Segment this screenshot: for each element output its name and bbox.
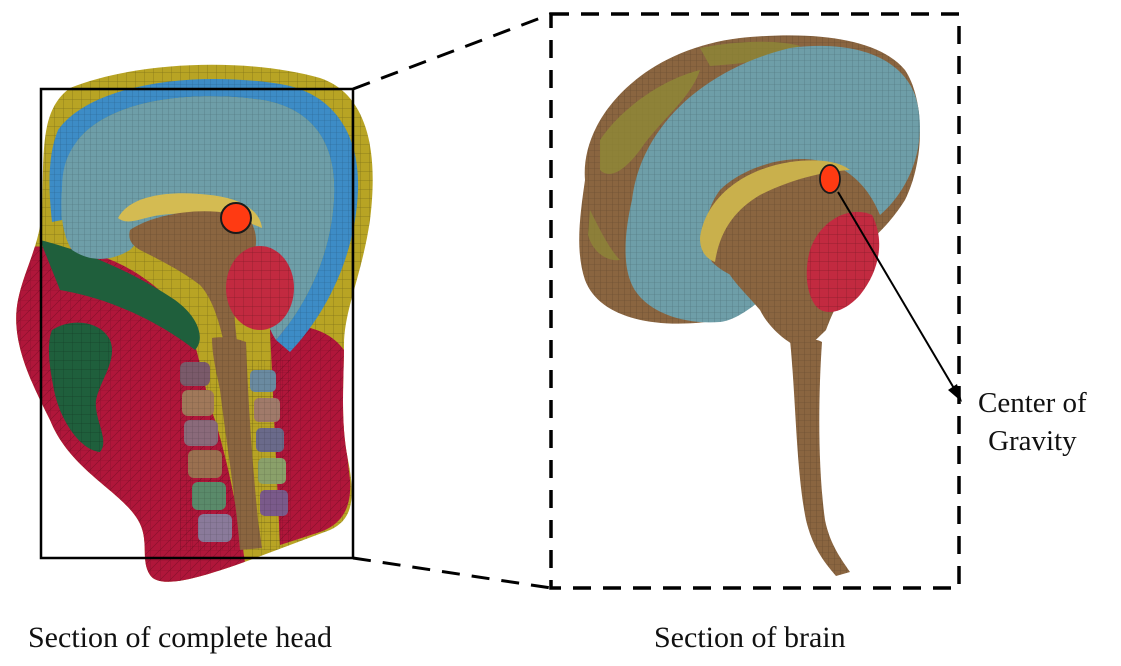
brain-section-model <box>579 35 920 576</box>
connector-top <box>353 14 551 89</box>
center-of-gravity-marker-head <box>221 203 251 233</box>
cog-label-line1: Center of <box>978 384 1087 422</box>
center-of-gravity-label: Center of Gravity <box>978 384 1087 460</box>
cog-label-line2: Gravity <box>978 422 1087 460</box>
center-of-gravity-marker-brain <box>820 165 840 193</box>
caption-brain: Section of brain <box>654 623 846 653</box>
caption-complete-head: Section of complete head <box>28 623 332 653</box>
head-section-model <box>0 65 373 600</box>
connector-bottom <box>353 558 551 588</box>
